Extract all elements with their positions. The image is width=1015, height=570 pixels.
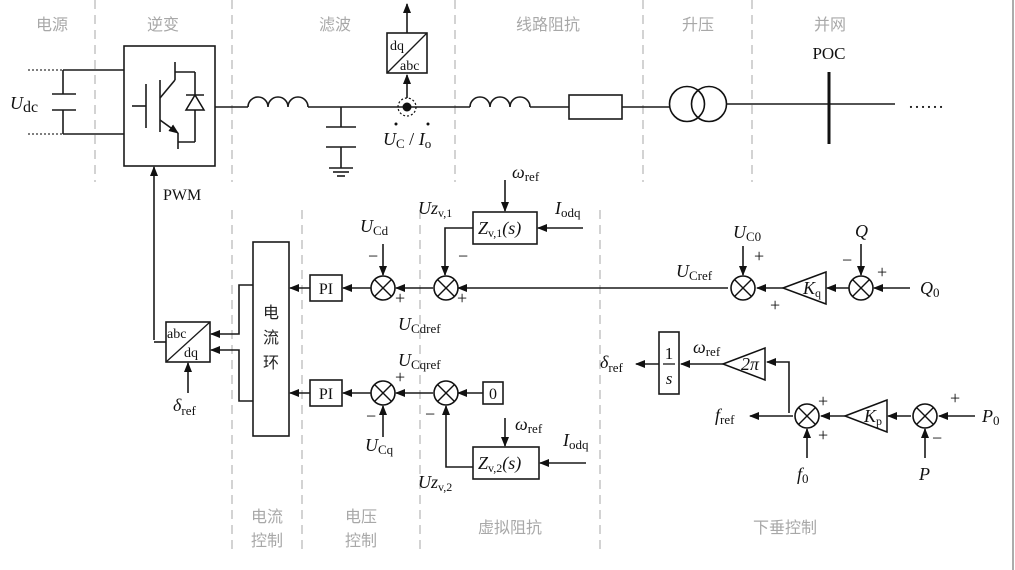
ucq-minus: − <box>366 406 376 426</box>
filter-inductor-icon <box>247 96 309 108</box>
abc-label-2: abc <box>167 327 186 342</box>
current-loop-block <box>252 241 290 437</box>
zv1-label: Zv,1(s) <box>478 218 521 240</box>
ucref-label: UCref <box>676 261 713 283</box>
p0-label: P0 <box>981 406 1000 428</box>
dq-label-2: dq <box>184 346 198 361</box>
kp-label: Kp <box>863 406 882 428</box>
section-dividers-top <box>94 0 753 182</box>
omega-ref-label-3: ωref <box>693 337 721 359</box>
measurement-point-ring <box>397 97 417 117</box>
sum-f0-junction <box>794 403 820 429</box>
two-pi-label: 2π <box>741 354 760 374</box>
pwm-label: PWM <box>163 187 201 204</box>
filter-capacitor-icon <box>326 107 356 177</box>
ucdref-label: UCdref <box>398 314 441 336</box>
integrator-num: 1 <box>665 344 674 363</box>
kq-plus: + <box>770 295 780 315</box>
uc0-label: UC0 <box>733 222 761 244</box>
section-label-power: 电源 <box>36 15 68 34</box>
dq-label: dq <box>390 39 404 54</box>
delta-ref-label-left: δref <box>173 395 196 418</box>
poc-label: POC <box>812 44 845 63</box>
p-minus: − <box>932 428 942 448</box>
q0-plus: + <box>877 262 887 282</box>
udc-label: Udc <box>10 93 38 116</box>
dc-source <box>28 69 124 135</box>
p0-plus: + <box>950 388 960 408</box>
ucq-label: UCq <box>365 435 394 457</box>
transformer-icon <box>668 85 706 123</box>
section-dividers-bottom <box>231 210 601 552</box>
uzv2-minus: − <box>425 404 435 424</box>
sum-p-junction <box>912 403 938 429</box>
iodq-label-2: Iodq <box>562 430 589 452</box>
section-label-droop-control: 下垂控制 <box>753 518 817 537</box>
pi-controller-q <box>309 379 343 407</box>
iodq-label-1: Iodq <box>554 198 581 220</box>
diode-icon <box>184 93 206 111</box>
sum-uzv2-junction <box>433 380 459 406</box>
section-label-voltage-control-1: 电压 <box>345 507 377 526</box>
current-loop-char-3: 环 <box>263 353 279 372</box>
ucd-minus: − <box>368 246 378 266</box>
two-pi-gain-block <box>720 346 766 382</box>
abc-label: abc <box>400 59 419 74</box>
uc-io-measure-label: UC / Io <box>383 129 431 151</box>
section-label-grid-connect: 并网 <box>814 15 846 34</box>
q-minus: − <box>842 250 852 270</box>
omega-ref-label-2: ωref <box>515 414 543 436</box>
section-label-current-control-1: 电流 <box>251 507 283 526</box>
zero-label: 0 <box>489 386 497 403</box>
current-loop-char-1: 电 <box>263 303 279 322</box>
sum-ucq-junction <box>370 380 396 406</box>
igbt-switch-icon <box>132 62 206 149</box>
uzv1-label: Uzv,1 <box>418 198 452 220</box>
section-label-virtual-impedance: 虚拟阻抗 <box>478 518 542 537</box>
p-label: P <box>918 464 930 484</box>
kp-plus: + <box>818 391 828 411</box>
uzv2-label: Uzv,2 <box>418 472 452 494</box>
zv2-label: Zv,2(s) <box>478 453 521 475</box>
uc0-plus: + <box>754 246 764 266</box>
line-resistor-icon <box>568 94 623 120</box>
measurement-point-icon <box>402 102 412 112</box>
section-label-inverter: 逆变 <box>147 15 179 34</box>
integrator-den: s <box>666 369 673 388</box>
ucref-plus-d: + <box>457 288 467 308</box>
sum-q-junction <box>848 275 874 301</box>
ucqref-plus: + <box>395 367 405 387</box>
q0-label: Q0 <box>920 278 940 300</box>
sum-uc0-junction <box>730 275 756 301</box>
f0-plus: + <box>818 425 828 445</box>
uzv1-minus: − <box>458 246 468 266</box>
pi-label-q: PI <box>319 386 333 403</box>
section-label-step-up: 升压 <box>682 15 714 34</box>
pi-label-d: PI <box>319 281 333 298</box>
ucqref-label: UCqref <box>398 350 441 372</box>
section-label-filter: 滤波 <box>319 15 351 34</box>
continuation-dots: …… <box>908 92 944 112</box>
current-loop-char-2: 流 <box>263 328 279 347</box>
section-label-line-impedance: 线路阻抗 <box>516 15 580 34</box>
q-label: Q <box>855 221 868 241</box>
integrator-block <box>658 331 680 395</box>
sum-uzv1-junction <box>433 275 459 301</box>
ucdref-plus: + <box>395 288 405 308</box>
line-inductor-icon <box>469 96 531 108</box>
f0-label: f0 <box>797 464 809 486</box>
delta-ref-label-right: δref <box>600 352 623 375</box>
fref-label: fref <box>715 405 735 427</box>
sum-ucd-junction <box>370 275 396 301</box>
omega-ref-label-1: ωref <box>512 162 540 184</box>
section-label-current-control-2: 控制 <box>251 531 283 550</box>
kq-label: Kq <box>802 278 821 300</box>
ucd-label: UCd <box>360 216 389 238</box>
section-label-voltage-control-2: 控制 <box>345 531 377 550</box>
